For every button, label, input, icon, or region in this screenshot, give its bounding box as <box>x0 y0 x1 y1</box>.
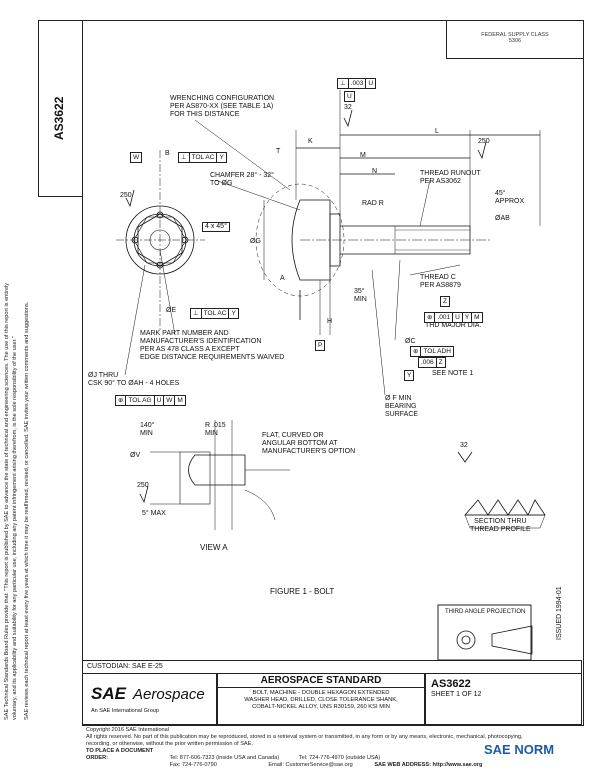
logo-subtitle: An SAE International Group <box>91 708 159 714</box>
copyright: Copyright 2016 SAE International <box>86 727 170 733</box>
finish-250-a: 250 <box>120 192 132 199</box>
thread-runout-note: THREAD RUNOUT PER AS3062 <box>420 170 481 185</box>
dim-e: ØE <box>166 307 177 314</box>
dim-m: M <box>360 152 366 159</box>
bearing-note: Ø F MIN BEARING SURFACE <box>385 395 419 418</box>
datum-u: U <box>344 91 355 102</box>
third-angle-label: THIRD ANGLE PROJECTION <box>445 609 526 615</box>
datum-w: W <box>130 152 143 163</box>
custodian: CUSTODIAN: SAE E-25 <box>87 663 163 670</box>
see-note: SEE NOTE 1 <box>432 370 474 377</box>
datum-z: Z <box>440 296 450 307</box>
thd-major-note: THD MAJOR DIA. <box>425 322 482 329</box>
angle-note: 45° APPROX <box>495 190 525 205</box>
dim-b: B <box>165 150 170 157</box>
dim-h: H <box>327 318 333 325</box>
docnum-cell: AS3622 SHEET 1 OF 12 <box>424 673 582 725</box>
doc-number-strip <box>38 20 83 197</box>
dim-v: ØV <box>130 452 141 459</box>
dim-rad-r: RAD R <box>362 200 384 207</box>
description-cell: AEROSPACE STANDARD BOLT, MACHINE - DOUBL… <box>216 673 426 725</box>
standard-title: AEROSPACE STANDARD <box>217 674 425 688</box>
dim-t: T <box>276 148 281 155</box>
header-line1: FEDERAL SUPPLY CLASS <box>481 32 549 38</box>
custodian-row: CUSTODIAN: SAE E-25 <box>82 660 582 674</box>
view-a-label: VIEW A <box>200 543 228 552</box>
dim-c: ØC <box>405 338 416 345</box>
dim-ab: ØAB <box>495 215 510 222</box>
doc-number: AS3622 <box>431 678 471 690</box>
dim-l: L <box>435 128 439 135</box>
sae-logo: SAE <box>91 684 126 703</box>
title-block: CUSTODIAN: SAE E-25 SAE Aerospace An SAE… <box>82 660 582 725</box>
datum-p: P <box>315 340 326 351</box>
web-address[interactable]: SAE WEB ADDRESS: http://www.sae.org <box>374 762 483 768</box>
order-label: TO PLACE A DOCUMENT ORDER: <box>86 748 154 761</box>
logo-cell: SAE Aerospace An SAE International Group <box>82 673 218 725</box>
footer: Copyright 2016 SAE International All rig… <box>86 727 586 769</box>
section-label: SECTION THRU THREAD PROFILE <box>470 518 531 533</box>
dim-a: A <box>280 275 285 282</box>
dim-k: K <box>308 138 313 145</box>
dim-n: N <box>372 168 378 175</box>
finish-32-a: 32 <box>344 104 352 111</box>
wrenching-note: WRENCHING CONFIGURATION PER AS870-XX (SE… <box>170 95 275 118</box>
finish-250-c: 250 <box>137 482 149 489</box>
chamfer-note: CHAMFER 28° - 32° TO ØG <box>210 172 274 187</box>
finish-32-b: 32 <box>460 442 468 449</box>
thread-note: THREAD C PER AS8879 <box>420 274 461 289</box>
mark-note: MARK PART NUMBER AND MANUFACTURER'S IDEN… <box>140 330 285 361</box>
dim-140: 140° MIN <box>140 422 155 437</box>
finish-250-b: 250 <box>478 138 490 145</box>
aerospace-logo: Aerospace <box>133 686 205 703</box>
sae-norm-watermark: SAE NORM <box>484 742 555 757</box>
issue-vertical: ISSUED 1994-01 <box>556 586 563 640</box>
dim-chamfer: 4 x 45° <box>202 222 230 232</box>
header-box: FEDERAL SUPPLY CLASS 5306 <box>446 20 583 59</box>
fcf-tol-adh: ⊕TOL ADH <box>410 346 454 357</box>
figure-caption: FIGURE 1 - BOLT <box>270 587 335 596</box>
bolt-drawing <box>116 90 546 660</box>
dim-r015: R .015 MIN <box>205 422 226 437</box>
email: Email: CustomerService@sae.org <box>268 762 353 768</box>
dim-35: 35° MIN <box>354 288 367 303</box>
tel-outside: Tel: 724-776-4970 (outside USA) <box>298 755 381 761</box>
dim-g: ØG <box>250 238 261 245</box>
j-thru-note: ØJ THRU CSK 90° TO ØAH - 4 HOLES <box>88 372 180 387</box>
part-description: BOLT, MACHINE - DOUBLE HEXAGON EXTENDED … <box>244 690 398 710</box>
tel-inside: Tel: 877-606-7323 (inside USA and Canada… <box>169 755 280 761</box>
fax: Fax: 724-776-0790 <box>169 762 217 768</box>
flat-note: FLAT, CURVED OR ANGULAR BOTTOM AT MANUFA… <box>262 432 356 455</box>
dim-5max: 5° MAX <box>142 510 166 517</box>
sheet-number: SHEET 1 OF 12 <box>431 691 482 698</box>
rights2: recording, or otherwise, without the pri… <box>86 741 253 747</box>
datum-y: Y <box>404 370 415 381</box>
rights: All rights reserved. No part of this pub… <box>86 734 523 740</box>
header-line2: 5306 <box>508 38 522 44</box>
drawing-frame <box>82 20 584 726</box>
